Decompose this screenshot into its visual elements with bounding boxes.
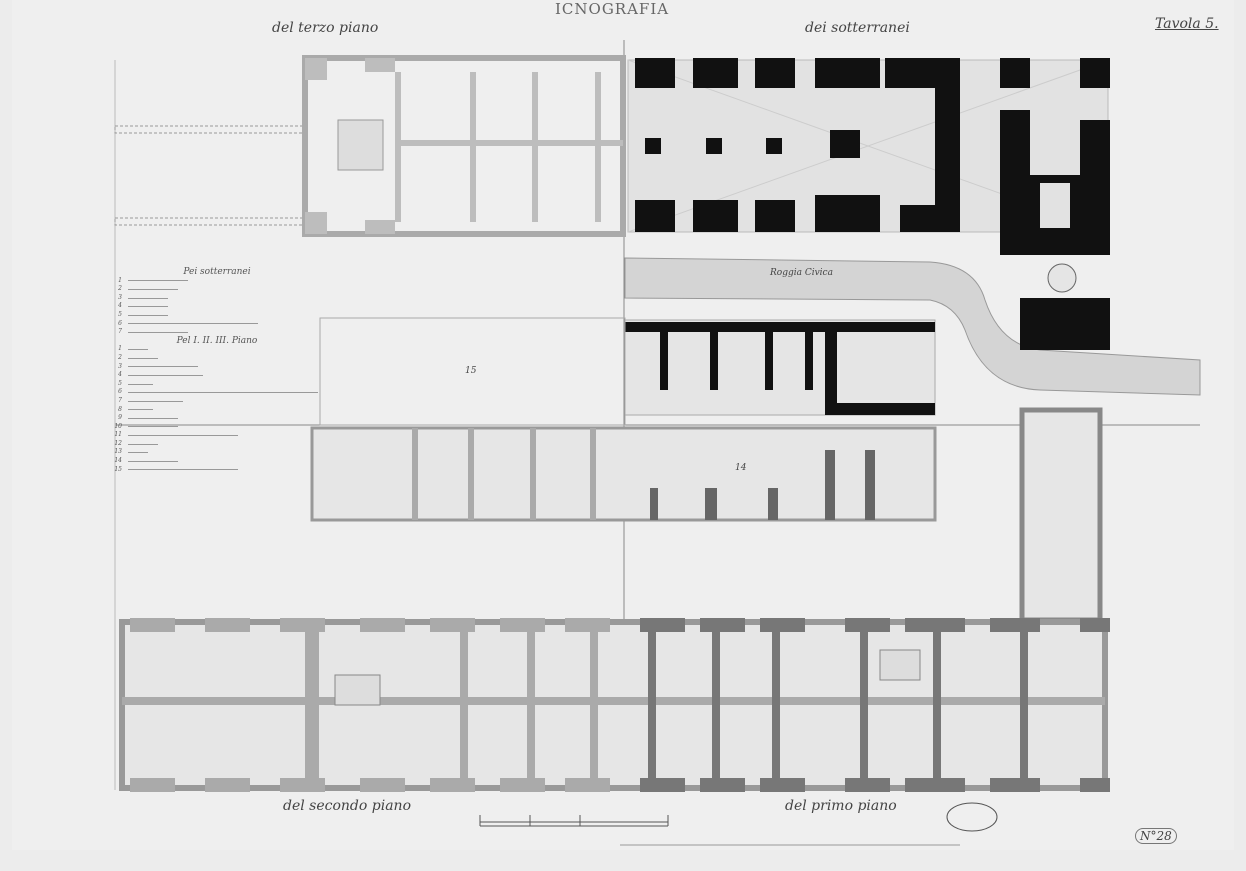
catalog-number: N°28 bbox=[1135, 828, 1177, 844]
legend-number: 3 bbox=[118, 362, 122, 370]
legend-number: 7 bbox=[118, 328, 122, 336]
room-number-15: 15 bbox=[465, 366, 477, 376]
label-canal: Roggia Civica bbox=[770, 268, 833, 278]
canal-roggia bbox=[624, 257, 1201, 396]
legend-number: 1 bbox=[118, 276, 122, 284]
basement-plan bbox=[627, 58, 1110, 255]
legend-number: 6 bbox=[118, 319, 122, 327]
legend-number: 12 bbox=[114, 439, 122, 447]
legend: Pei sotterranei 1 2 3 4 5 6 7 Pel I. II.… bbox=[112, 268, 322, 474]
legend-number: 2 bbox=[118, 353, 122, 361]
legend-number: 4 bbox=[118, 371, 122, 379]
legend-number: 15 bbox=[114, 465, 122, 473]
legend-number: 3 bbox=[118, 293, 122, 301]
legend-number: 10 bbox=[114, 422, 122, 430]
legend-number: 5 bbox=[118, 379, 122, 387]
label-second-floor: del secondo piano bbox=[283, 798, 412, 814]
label-first-floor: del primo piano bbox=[785, 798, 897, 814]
scale-bar bbox=[479, 815, 669, 827]
label-basement: dei sotterranei bbox=[805, 20, 910, 36]
well-icon bbox=[1047, 263, 1077, 293]
third-floor-corridor bbox=[114, 125, 306, 226]
legend-heading-floors: Pel I. II. III. Piano bbox=[176, 335, 258, 346]
legend-number: 14 bbox=[114, 457, 122, 465]
legend-heading-basement: Pei sotterranei bbox=[183, 267, 251, 277]
middle-wing-plan bbox=[310, 317, 1103, 623]
legend-number: 4 bbox=[118, 302, 122, 310]
basement-lower-block bbox=[624, 298, 1110, 416]
legend-number: 6 bbox=[118, 388, 122, 396]
legend-number: 11 bbox=[114, 431, 122, 439]
label-third-floor: del terzo piano bbox=[272, 20, 379, 36]
legend-number: 1 bbox=[118, 345, 122, 353]
archive-stamp bbox=[946, 802, 998, 832]
third-floor-plan bbox=[302, 55, 626, 237]
legend-number: 9 bbox=[118, 414, 122, 422]
room-number-14: 14 bbox=[735, 463, 747, 473]
plate-number: Tavola 5. bbox=[1155, 16, 1219, 32]
legend-number: 8 bbox=[118, 405, 122, 413]
drawing-title: ICNOGRAFIA bbox=[555, 0, 670, 18]
legend-number: 2 bbox=[118, 285, 122, 293]
legend-number: 5 bbox=[118, 310, 122, 318]
legend-number: 7 bbox=[118, 396, 122, 404]
first-second-floor-plan bbox=[119, 618, 1110, 792]
legend-number: 13 bbox=[114, 448, 122, 456]
